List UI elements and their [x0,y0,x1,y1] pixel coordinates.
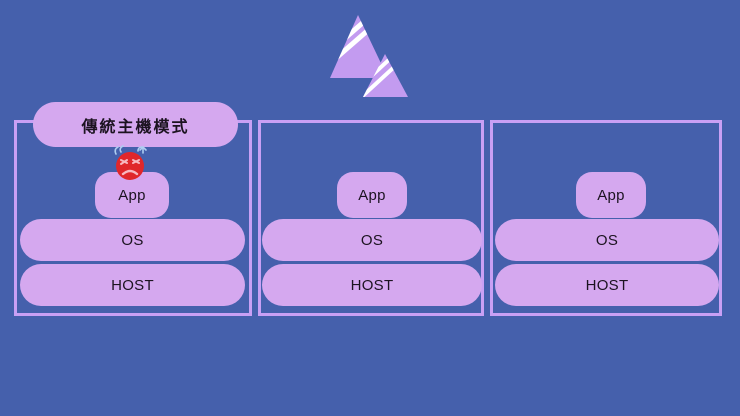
panel-3-app-block[interactable]: App [576,172,646,218]
panel-1-os-block[interactable]: OS [20,219,245,261]
panel-2-os-block[interactable]: OS [262,219,482,261]
panel-1-title-pill[interactable]: 傳統主機模式 [33,102,238,147]
panel-2-app-block[interactable]: App [337,172,407,218]
panel-1-host-block[interactable]: HOST [20,264,245,306]
panel-1-app-block[interactable]: App [95,172,169,218]
panel-2-host-block[interactable]: HOST [262,264,482,306]
host-panel-3[interactable] [490,120,722,316]
two-triangles-logo [330,10,420,105]
panel-3-os-block[interactable]: OS [495,219,719,261]
host-panel-2[interactable] [258,120,484,316]
panel-3-host-block[interactable]: HOST [495,264,719,306]
